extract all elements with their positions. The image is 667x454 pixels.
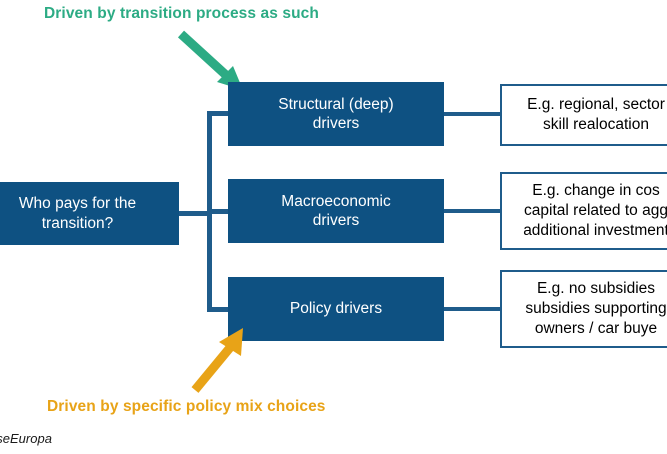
- driver-box-structural: Structural (deep) drivers: [228, 82, 444, 146]
- source-note: : WiseEuropa: [0, 431, 52, 446]
- example-label-macroeconomic: E.g. change in cos capital related to ag…: [523, 182, 667, 239]
- annotation-label-bottom: Driven by specific policy mix choices: [47, 398, 326, 415]
- connector-example-structural: [444, 112, 502, 116]
- driver-box-macroeconomic: Macroeconomic drivers: [228, 179, 444, 243]
- connector-root-stub: [179, 211, 209, 216]
- driver-label-policy: Policy drivers: [289, 300, 383, 318]
- connector-branch-structural: [207, 111, 230, 116]
- root-question-box: Who pays for the transition?: [0, 182, 179, 245]
- driver-label-macroeconomic: Macroeconomic drivers: [281, 192, 391, 229]
- annotation-label-top: Driven by transition process as such: [44, 5, 319, 22]
- example-label-policy: E.g. no subsidies subsidies supporting o…: [525, 280, 667, 337]
- connector-branch-policy: [207, 307, 230, 312]
- example-label-structural: E.g. regional, sector skill realocation: [527, 96, 665, 133]
- connector-example-policy: [444, 307, 502, 311]
- driver-label-structural: Structural (deep) drivers: [278, 95, 394, 132]
- connector-example-macroeconomic: [444, 209, 502, 213]
- example-box-structural: E.g. regional, sector skill realocation: [500, 84, 667, 146]
- arrow-up-right-orange-icon: [191, 328, 243, 393]
- example-box-policy: E.g. no subsidies subsidies supporting o…: [500, 270, 667, 348]
- connector-branch-macroeconomic: [207, 209, 230, 214]
- example-box-macroeconomic: E.g. change in cos capital related to ag…: [500, 172, 667, 250]
- driver-box-policy: Policy drivers: [228, 277, 444, 341]
- root-question-label: Who pays for the transition?: [18, 195, 137, 232]
